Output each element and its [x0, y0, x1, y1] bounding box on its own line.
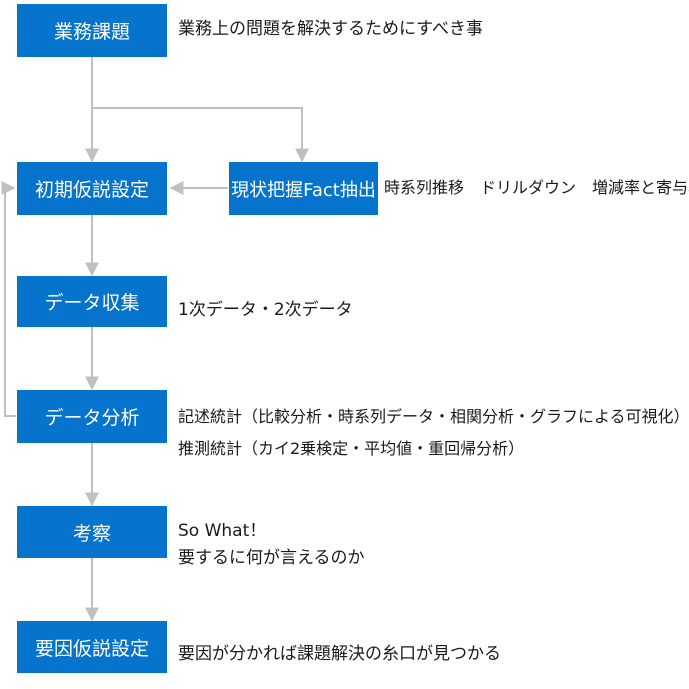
box-consideration: 考察	[17, 506, 167, 558]
box-data-collection: データ収集	[17, 276, 167, 327]
note-consideration-so-what: So What！	[178, 521, 267, 541]
box-initial-hypothesis: 初期仮説設定	[17, 162, 167, 215]
box-current-state: 現状把握Fact抽出	[229, 162, 378, 215]
note-current-state: 時系列推移 ドリルダウン 増減率と寄与率	[384, 178, 689, 197]
connector-analysis-feedback-loop	[1, 181, 16, 417]
connector-issue-to-current-state	[92, 107, 309, 163]
note-consideration-summary: 要するに何が言えるのか	[178, 548, 365, 568]
box-data-analysis: データ分析	[17, 390, 167, 443]
note-business-issue: 業務上の問題を解決するためにすべき事	[178, 19, 483, 39]
note-data-analysis-descriptive: 記述統計（比較分析・時系列データ・相関分析・グラフによる可視化）	[178, 407, 689, 426]
box-factor-hypothesis: 要因仮説設定	[17, 621, 167, 673]
box-business-issue: 業務課題	[17, 4, 167, 57]
note-data-collection: 1次データ・2次データ	[178, 300, 353, 320]
note-factor-hypothesis: 要因が分かれば課題解決の糸口が見つかる	[178, 644, 501, 664]
note-data-analysis-inferential: 推測統計（カイ2乗検定・平均値・重回帰分析）	[178, 439, 525, 458]
